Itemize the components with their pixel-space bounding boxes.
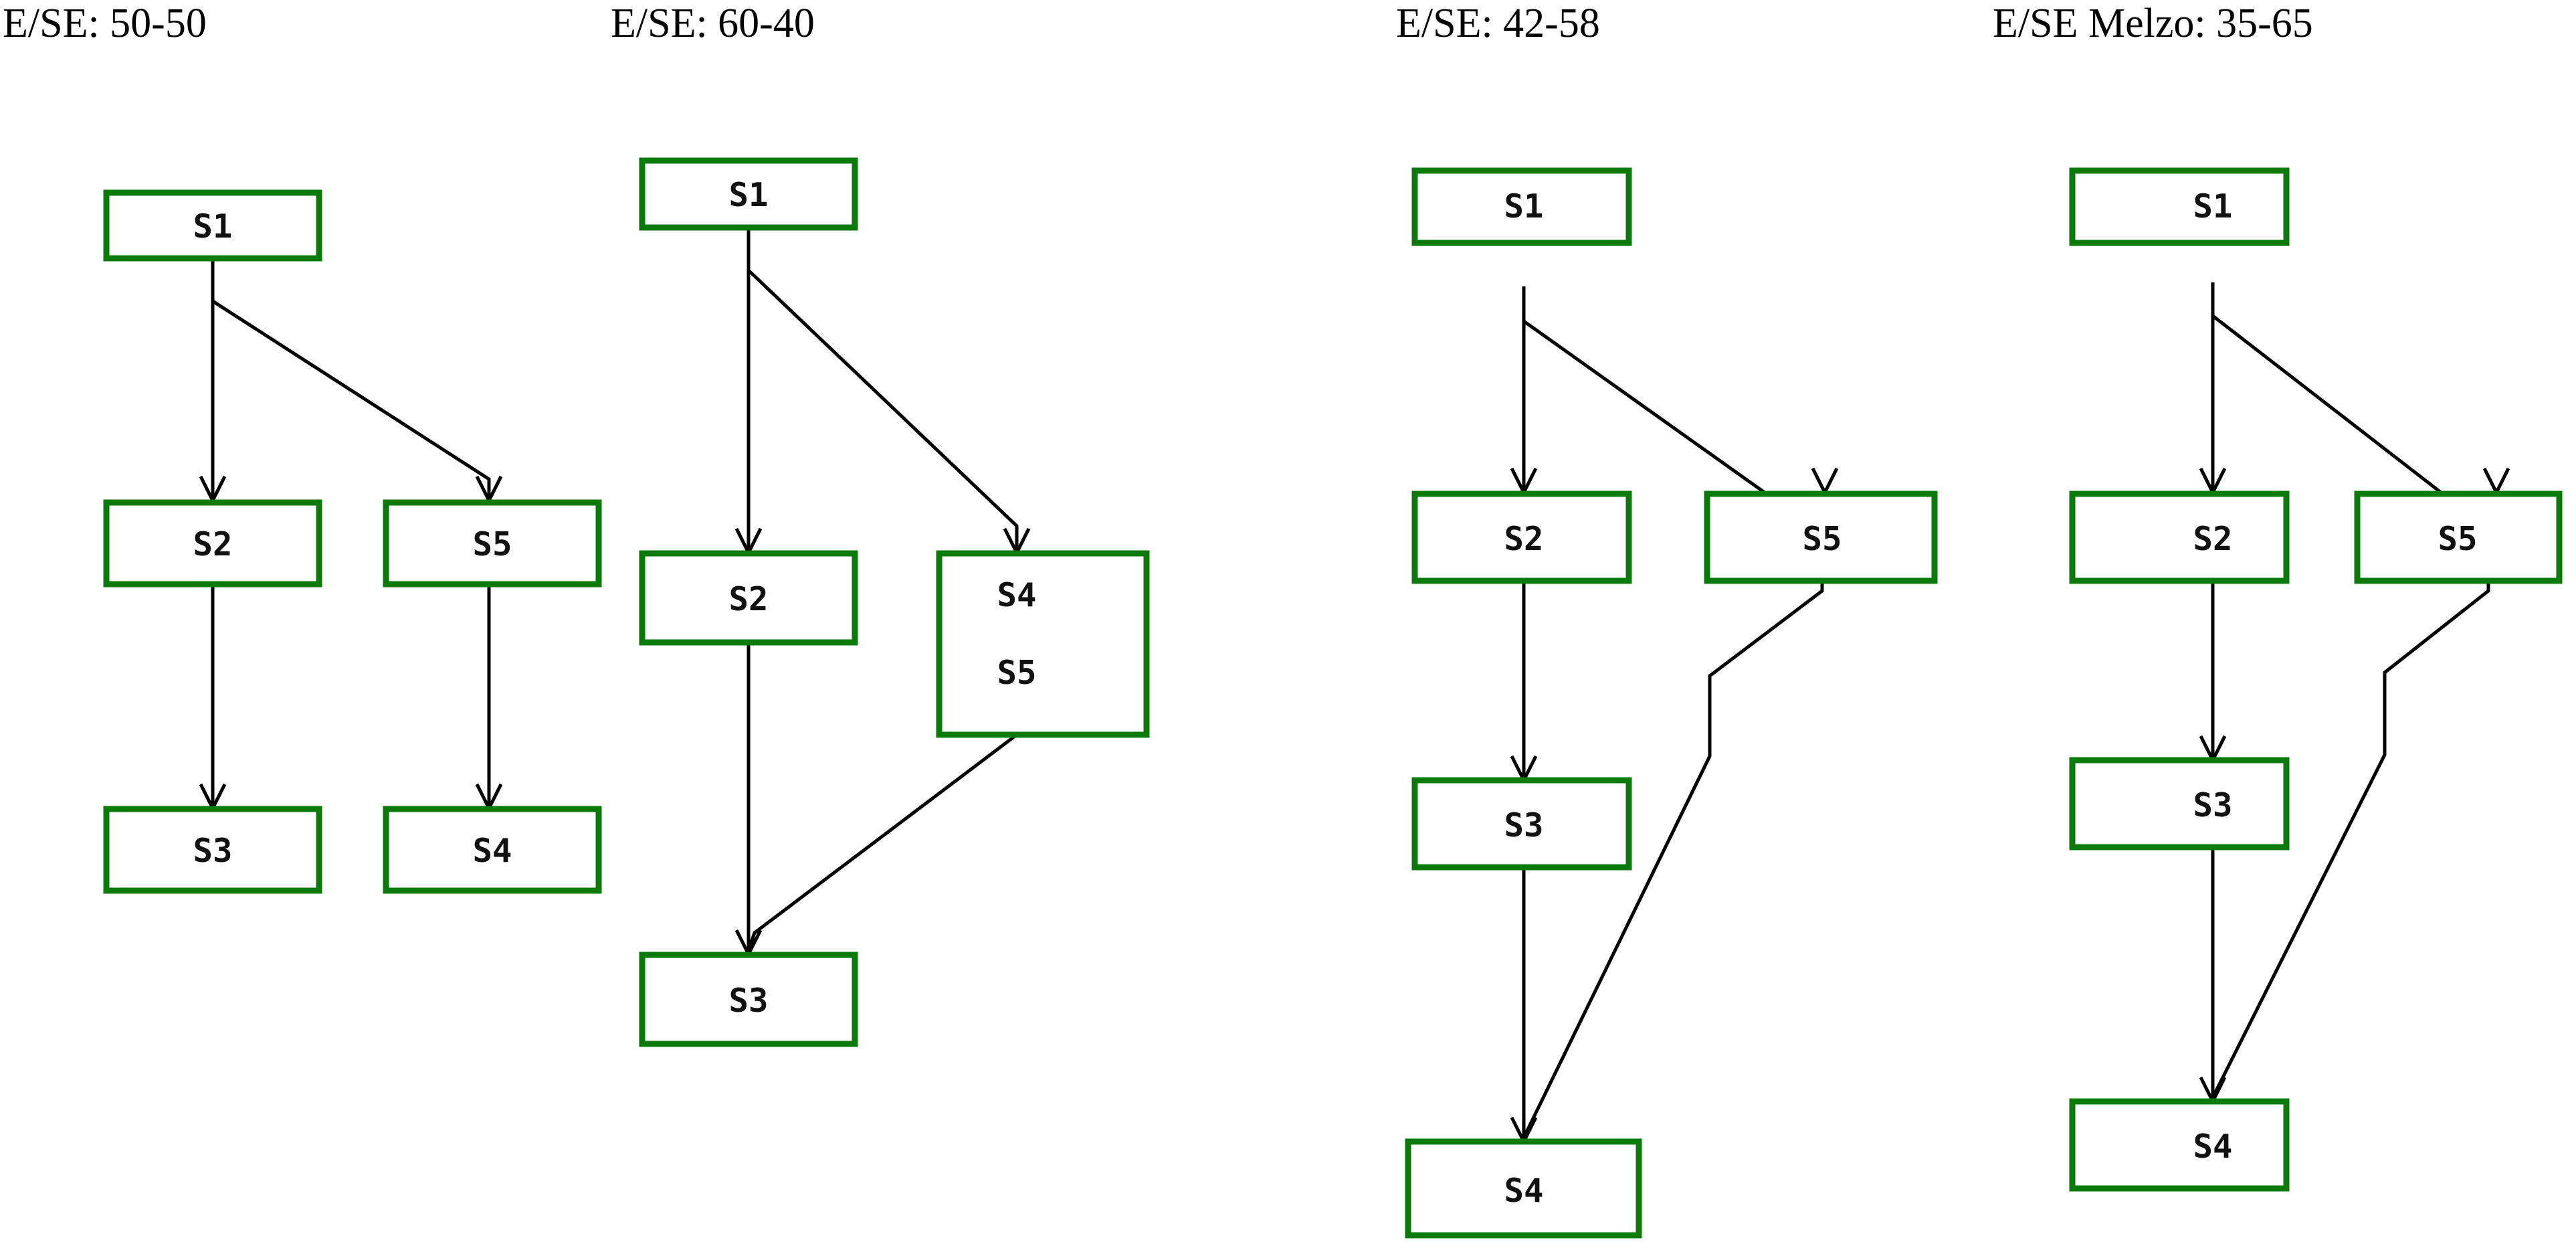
node-s5[interactable]: S5 xyxy=(1704,490,1938,584)
node-s2[interactable]: S2 xyxy=(639,550,858,646)
panel-2-title: E/SE: 60-40 xyxy=(611,1,815,46)
node-s2-label: S2 xyxy=(2193,520,2232,558)
node-s2[interactable]: S2 xyxy=(2069,490,2290,584)
node-s1-label: S1 xyxy=(728,176,768,214)
panel-2-graph: S1 S2 S4 S5 S3 xyxy=(639,157,1150,1047)
edge-s5-s4 xyxy=(2211,581,2490,1099)
edge-s45-s3 xyxy=(747,733,1018,951)
node-s2-label: S2 xyxy=(193,525,232,563)
node-s4-label: S4 xyxy=(997,576,1036,614)
node-s3-label: S3 xyxy=(193,832,232,870)
node-s3-label: S3 xyxy=(728,982,768,1020)
node-s4[interactable]: S4 xyxy=(383,806,602,894)
node-s3-label: S3 xyxy=(2193,786,2232,824)
edge-s3-s4 xyxy=(2199,847,2227,1105)
node-s4-label: S4 xyxy=(1504,1172,1543,1210)
node-s5[interactable]: S5 xyxy=(2354,490,2563,584)
panel-4-title: E/SE Melzo: 35-65 xyxy=(1993,1,2313,46)
node-s4-label: S4 xyxy=(472,832,512,870)
edge-s5-s4 xyxy=(1522,581,1824,1139)
node-s5[interactable]: S5 xyxy=(383,499,602,588)
edge-s1-s45 xyxy=(747,269,1031,557)
edge-s2-s3 xyxy=(734,642,763,958)
node-s1[interactable]: S1 xyxy=(103,189,322,262)
edge-s1-s2 xyxy=(1510,286,1538,497)
node-s3-label: S3 xyxy=(1504,806,1543,844)
edge-s1-s2 xyxy=(2199,282,2227,497)
node-s1-label: S1 xyxy=(1504,187,1543,226)
edge-s2-s3 xyxy=(199,584,227,812)
edge-s1-s5 xyxy=(211,299,503,505)
node-s5-label: S5 xyxy=(2438,520,2477,558)
edge-s2-s3 xyxy=(1510,581,1538,784)
edge-s2-s3 xyxy=(2199,581,2227,764)
edge-s1-s2 xyxy=(199,258,227,505)
node-s3[interactable]: S3 xyxy=(2069,757,2290,851)
node-s3[interactable]: S3 xyxy=(1411,777,1632,871)
node-s5-label: S5 xyxy=(997,654,1036,692)
node-s3[interactable]: S3 xyxy=(103,806,322,894)
node-s5-label: S5 xyxy=(1802,520,1842,558)
node-s2[interactable]: S2 xyxy=(1411,490,1632,584)
node-s5-label: S5 xyxy=(472,525,512,563)
panel-1-title: E/SE: 50-50 xyxy=(3,1,207,46)
panel-4-graph: S1 S2 S5 S3 S4 xyxy=(2069,167,2563,1192)
panel-1-graph: S1 S2 S5 S3 S4 xyxy=(103,189,602,894)
node-s2-label: S2 xyxy=(728,580,768,618)
node-s4[interactable]: S4 xyxy=(1405,1138,1642,1239)
node-s4-label: S4 xyxy=(2193,1128,2232,1166)
node-s2[interactable]: S2 xyxy=(103,499,322,588)
node-s1[interactable]: S1 xyxy=(639,157,858,231)
node-s1[interactable]: S1 xyxy=(2069,167,2290,246)
node-s4-s5[interactable]: S4 S5 xyxy=(936,550,1150,738)
node-s2-label: S2 xyxy=(1504,520,1543,558)
node-s1-label: S1 xyxy=(193,207,232,246)
node-s1[interactable]: S1 xyxy=(1411,167,1632,246)
node-s4[interactable]: S4 xyxy=(2069,1098,2290,1192)
node-s3[interactable]: S3 xyxy=(639,952,858,1047)
edge-s3-s4 xyxy=(1510,867,1538,1146)
node-s1-label: S1 xyxy=(2193,187,2232,226)
panel-3-graph: S1 S2 S5 S3 S4 xyxy=(1405,167,1938,1239)
panel-3-title: E/SE: 42-58 xyxy=(1396,1,1600,46)
edge-s5-s4 xyxy=(475,584,503,812)
